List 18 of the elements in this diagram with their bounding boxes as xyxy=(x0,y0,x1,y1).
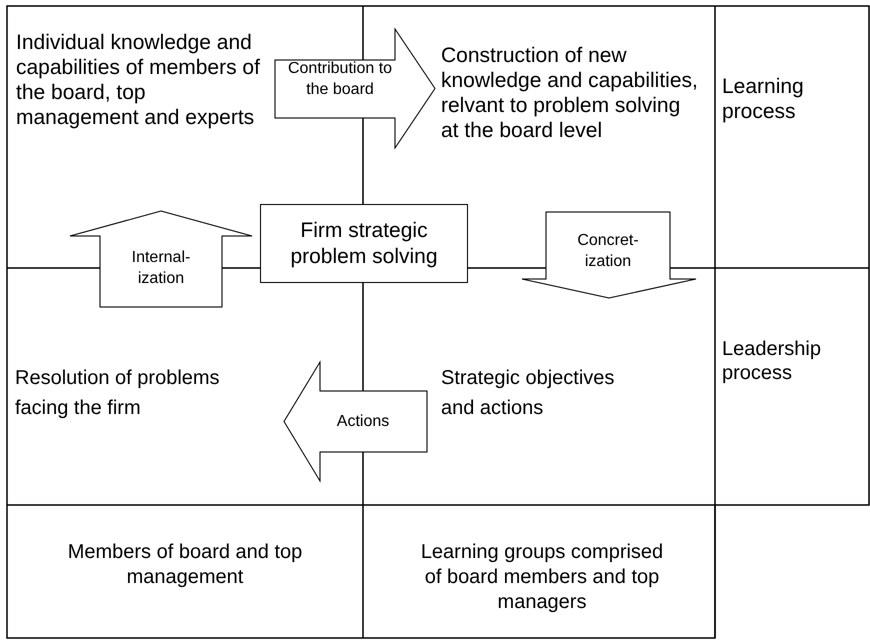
block-arrow xyxy=(70,211,252,307)
cell-text: Learning process xyxy=(722,74,862,124)
block-arrow xyxy=(522,212,696,298)
cell-text: Strategic objectives and actions xyxy=(441,363,631,423)
cell-text: Construction of new knowledge and capabilities, relvant to problem solving at the board level xyxy=(441,43,701,143)
edge-label: Contribution to the board xyxy=(286,59,394,100)
cell-text: Leadership process xyxy=(722,337,862,385)
block-arrow xyxy=(284,362,427,481)
cell-text: Learning groups comprised of board members and top managers xyxy=(413,540,671,615)
cell-text: Resolution of problems facing the firm xyxy=(15,363,275,423)
box-text: Firm strategic problem solving xyxy=(289,218,439,270)
edge-label: Internal- ization xyxy=(130,248,192,289)
block-arrow xyxy=(275,29,435,148)
edge-label: Concret- ization xyxy=(576,231,640,272)
cell-text: Members of board and top management xyxy=(35,540,335,590)
edge-label: Actions xyxy=(336,412,390,432)
cell-text: Individual knowledge and capabilities of members of the board, top management and experts xyxy=(16,30,266,130)
process-box xyxy=(260,204,468,283)
